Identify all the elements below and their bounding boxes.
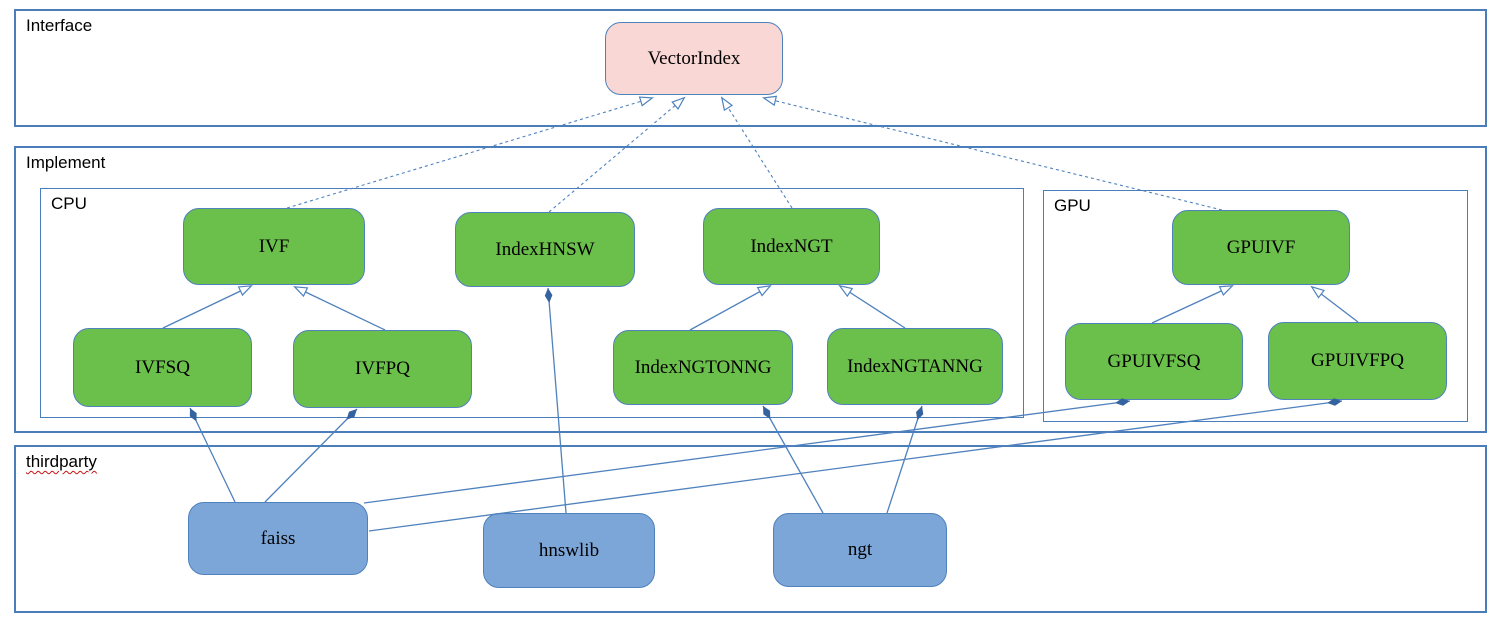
node-gpuivf[interactable]: GPUIVF xyxy=(1172,210,1350,285)
node-label-indexngtonng: IndexNGTONNG xyxy=(634,356,772,378)
node-label-ngt: ngt xyxy=(847,539,873,560)
container-label-cpu: CPU xyxy=(51,194,87,213)
node-label-indexngt: IndexNGT xyxy=(750,235,833,257)
node-faiss[interactable]: faiss xyxy=(188,502,368,575)
node-label-indexngtanng: IndexNGTANNG xyxy=(847,355,983,377)
node-ivf[interactable]: IVF xyxy=(183,208,365,285)
node-label-ivf: IVF xyxy=(258,235,290,257)
node-indexngtanng[interactable]: IndexNGTANNG xyxy=(827,328,1003,405)
node-label-hnswlib: hnswlib xyxy=(538,539,600,561)
node-label-ivfsq: IVFSQ xyxy=(135,356,190,378)
node-ivfpq[interactable]: IVFPQ xyxy=(293,330,472,408)
container-label-interface: Interface xyxy=(26,16,93,35)
node-vectorindex[interactable]: VectorIndex xyxy=(605,22,783,95)
node-indexhnsw[interactable]: IndexHNSW xyxy=(455,212,635,287)
node-hnswlib[interactable]: hnswlib xyxy=(483,513,655,588)
node-gpuivfsq[interactable]: GPUIVFSQ xyxy=(1065,323,1243,400)
node-ngt[interactable]: ngt xyxy=(773,513,947,587)
container-label-implement: Implement xyxy=(26,153,106,172)
node-label-faiss: faiss xyxy=(260,527,296,549)
node-indexngtonng[interactable]: IndexNGTONNG xyxy=(613,330,793,405)
node-label-indexhnsw: IndexHNSW xyxy=(495,238,595,260)
node-label-gpuivf: GPUIVF xyxy=(1226,236,1296,258)
node-indexngt[interactable]: IndexNGT xyxy=(703,208,880,285)
node-label-gpuivfpq: GPUIVFPQ xyxy=(1311,350,1404,371)
node-gpuivfpq[interactable]: GPUIVFPQ xyxy=(1268,322,1447,400)
node-label-vectorindex: VectorIndex xyxy=(647,47,741,69)
container-label-thirdparty: thirdparty xyxy=(26,452,97,471)
container-label-gpu: GPU xyxy=(1054,196,1091,215)
node-label-ivfpq: IVFPQ xyxy=(355,358,410,379)
node-label-gpuivfsq: GPUIVFSQ xyxy=(1107,350,1201,372)
node-ivfsq[interactable]: IVFSQ xyxy=(73,328,252,407)
